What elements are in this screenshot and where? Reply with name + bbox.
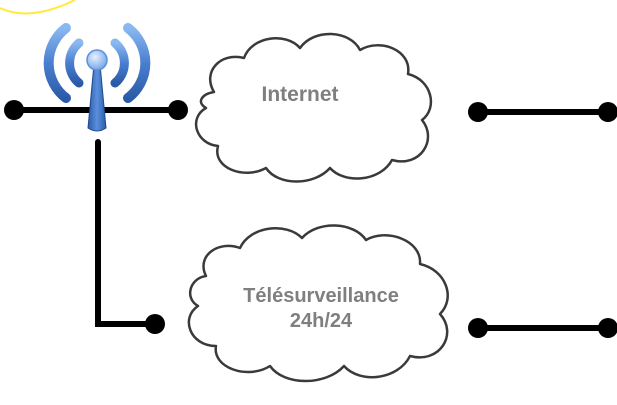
telesurveillance-cloud [187,224,449,383]
highlight-arc [0,0,76,15]
connector-dot [468,102,488,122]
internet-cloud [194,32,433,183]
wireless-antenna-icon [43,23,151,132]
link-antenna-to-telesurveillance [95,139,158,327]
connector-dot [168,100,188,120]
telesurveillance-cloud-label: Télésurveillance 24h/24 [196,284,446,334]
internet-cloud-label: Internet [261,83,339,106]
connector-dot [468,318,488,338]
connector-dots [4,100,617,338]
connector-dot [145,314,165,334]
connector-dot [598,318,617,338]
connector-dot [598,102,617,122]
telesurveillance-label-line2: 24h/24 [289,310,353,332]
telesurveillance-label-line1: Télésurveillance [243,285,399,307]
connector-dot [4,100,24,120]
